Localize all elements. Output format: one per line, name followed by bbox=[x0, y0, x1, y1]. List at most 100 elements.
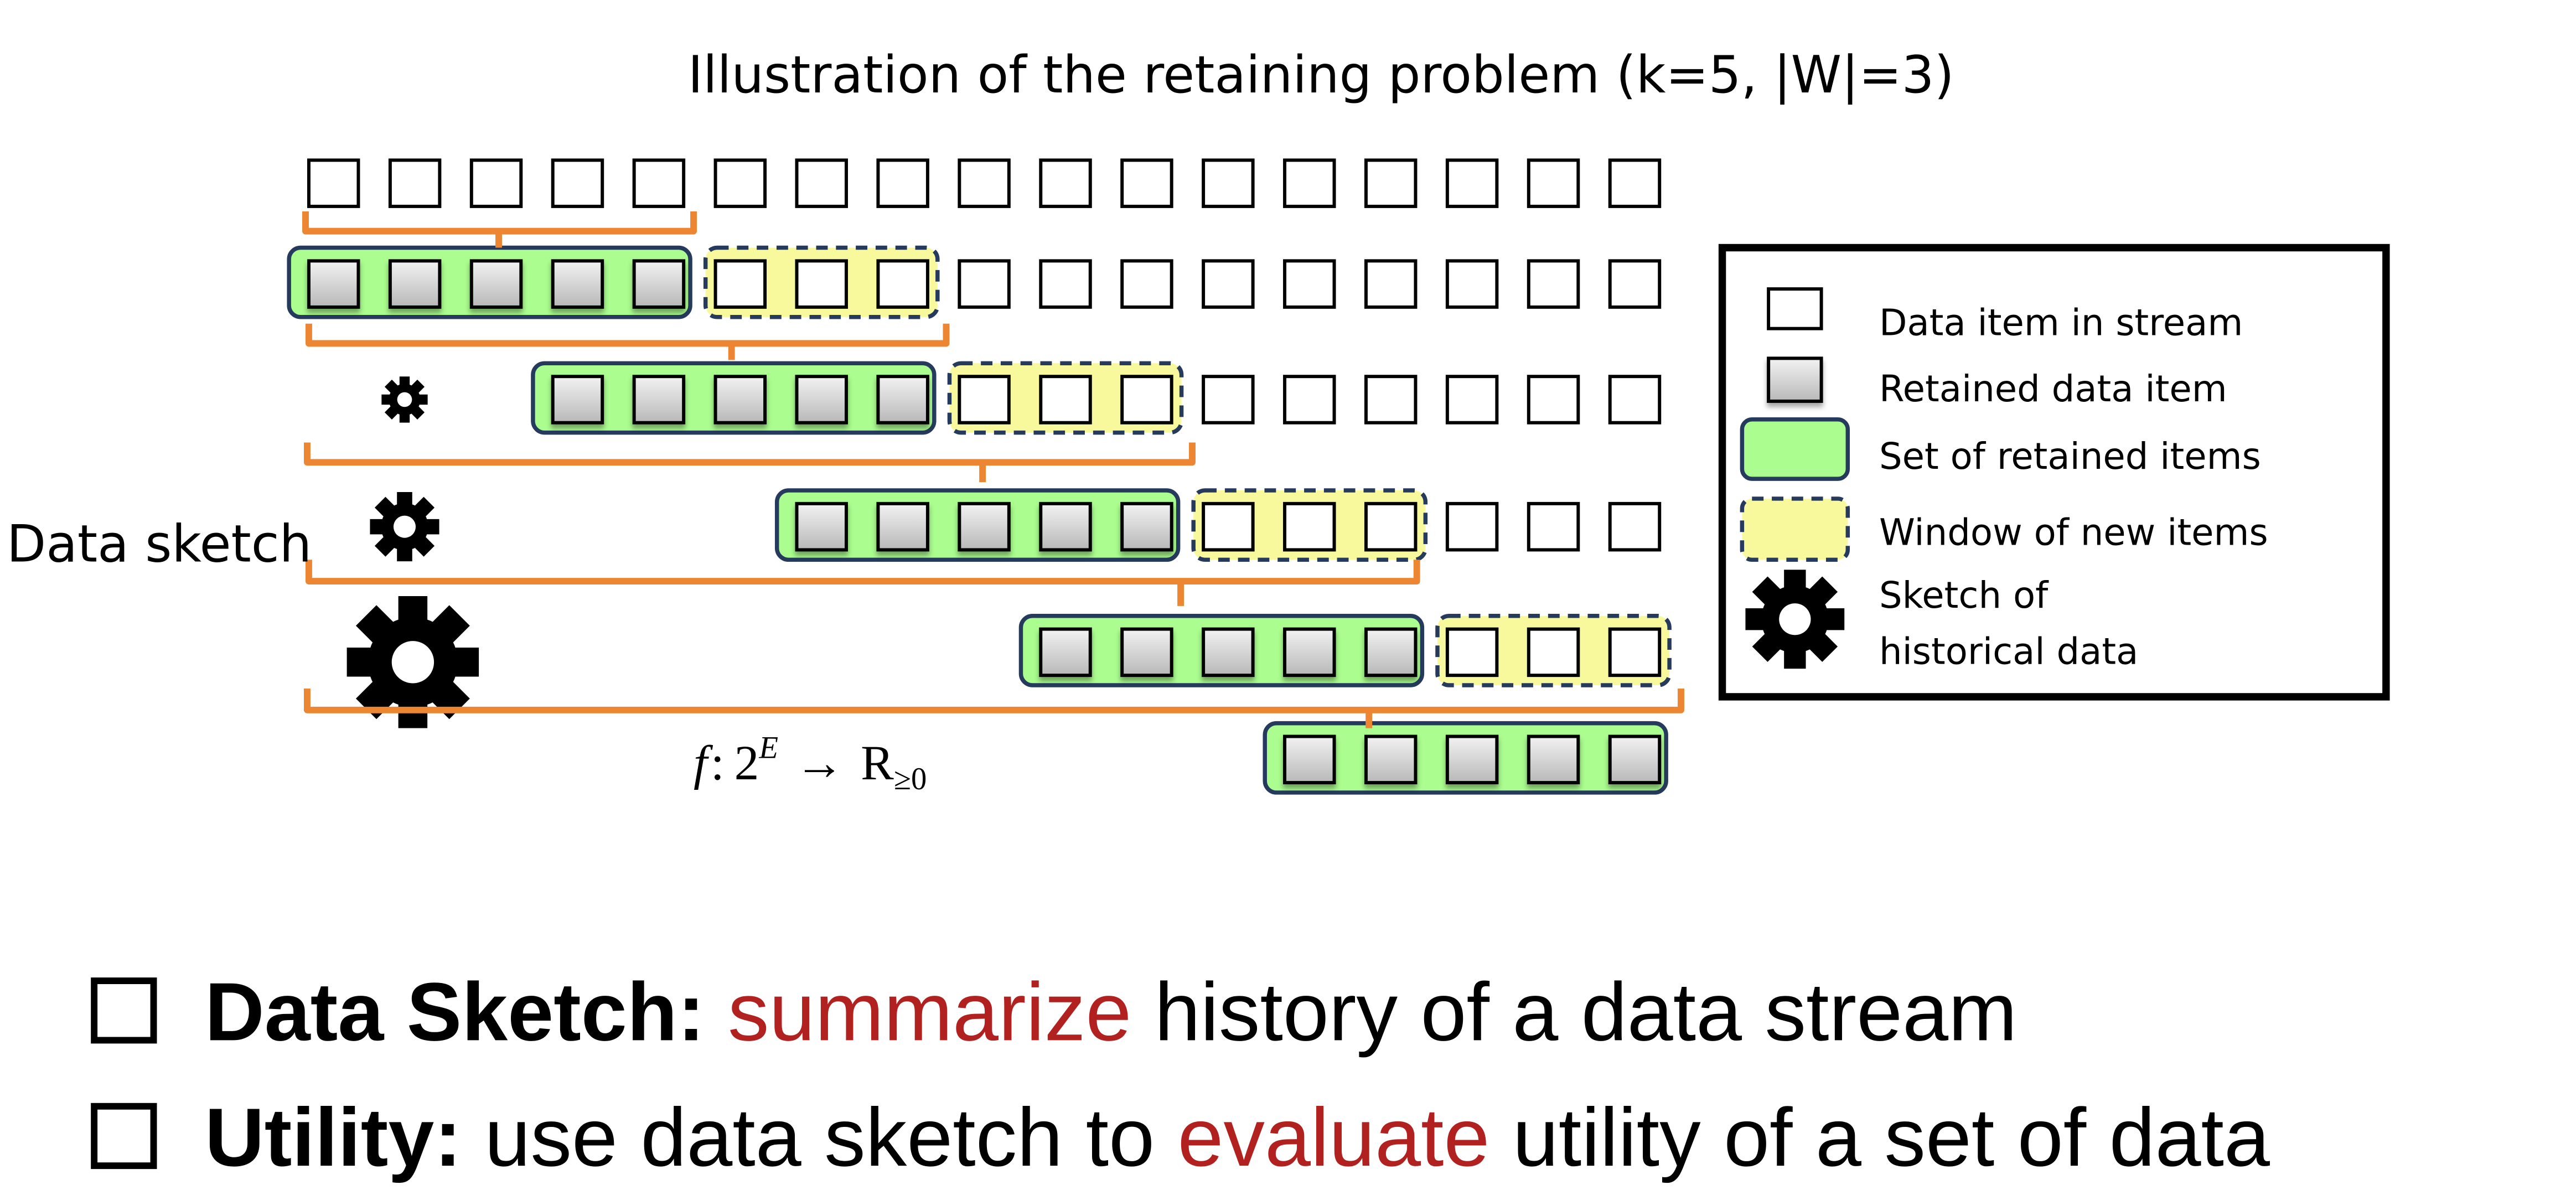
retained-item bbox=[1039, 501, 1092, 552]
gear-icon bbox=[1745, 570, 1845, 669]
stream-item bbox=[1527, 158, 1580, 208]
window-item bbox=[1039, 375, 1092, 425]
stream-item bbox=[1527, 501, 1580, 552]
stream-item bbox=[1527, 375, 1580, 425]
stream-item bbox=[1364, 259, 1418, 309]
yellow-window-icon bbox=[1740, 496, 1850, 562]
retained-item bbox=[1283, 627, 1336, 677]
green-set-icon bbox=[1740, 417, 1850, 481]
stream-item bbox=[958, 259, 1011, 309]
gray-square-icon bbox=[1767, 356, 1823, 403]
stream-item bbox=[1445, 158, 1499, 208]
retained-item bbox=[795, 501, 848, 552]
history-bracket bbox=[305, 323, 950, 360]
legend-label-retained-set: Set of retained items bbox=[1879, 436, 2261, 478]
stream-item bbox=[1608, 375, 1662, 425]
stream-item bbox=[1120, 158, 1173, 208]
stream-item bbox=[1039, 158, 1092, 208]
stream-item bbox=[632, 158, 686, 208]
stream-item bbox=[1202, 259, 1255, 309]
retained-item bbox=[551, 259, 604, 309]
window-item bbox=[1202, 501, 1255, 552]
retained-item bbox=[1283, 734, 1336, 785]
stream-item bbox=[307, 158, 360, 208]
stream-item bbox=[1445, 501, 1499, 552]
bullet-utility: Utility: use data sketch to evaluate uti… bbox=[205, 1091, 2270, 1183]
history-bracket bbox=[304, 442, 1196, 483]
legend-label-sketch-line2: historical data bbox=[1879, 630, 2138, 672]
window-item bbox=[1283, 501, 1336, 552]
sketch-gear-icon bbox=[370, 491, 439, 562]
stream-item bbox=[388, 158, 442, 208]
window-item bbox=[1608, 627, 1662, 677]
stream-item bbox=[1608, 158, 1662, 208]
window-item bbox=[1364, 501, 1418, 552]
retaining-diagram bbox=[287, 158, 1684, 795]
legend-label-window: Window of new items bbox=[1879, 511, 2268, 553]
retained-item bbox=[958, 501, 1011, 552]
retained-item bbox=[632, 375, 686, 425]
slide-title: Illustration of the retaining problem (k… bbox=[688, 45, 1954, 105]
stream-item bbox=[1202, 158, 1255, 208]
stream-item bbox=[1608, 501, 1662, 552]
bullet-square-icon bbox=[91, 977, 157, 1044]
stream-item bbox=[713, 158, 767, 208]
retained-item bbox=[388, 259, 442, 309]
bullet-square-icon bbox=[91, 1103, 157, 1170]
stream-item bbox=[1283, 158, 1336, 208]
legend-label-sketch: Sketch of bbox=[1879, 575, 2049, 617]
retained-item bbox=[1039, 627, 1092, 677]
stream-item bbox=[551, 158, 604, 208]
retained-item bbox=[1364, 627, 1418, 677]
retained-item bbox=[307, 259, 360, 309]
stream-item bbox=[1608, 259, 1662, 309]
legend-label-retained-item: Retained data item bbox=[1879, 368, 2227, 410]
stream-item bbox=[469, 158, 523, 208]
window-item bbox=[1445, 627, 1499, 677]
sketch-gear-icon bbox=[381, 376, 428, 423]
stream-item bbox=[958, 158, 1011, 208]
data-sketch-label: Data sketch bbox=[7, 514, 312, 573]
legend: Data item in stream Retained data item S… bbox=[1718, 244, 2390, 701]
stream-item bbox=[1364, 158, 1418, 208]
stream-item bbox=[1445, 375, 1499, 425]
history-bracket bbox=[304, 688, 1684, 728]
stream-item bbox=[1202, 375, 1255, 425]
window-item bbox=[795, 259, 848, 309]
stream-item bbox=[795, 158, 848, 208]
retained-item bbox=[1445, 734, 1499, 785]
utility-function-formula: f:2E→R≥0 bbox=[694, 730, 927, 796]
bullet-data-sketch: Data Sketch: summarize history of a data… bbox=[205, 965, 2017, 1058]
legend-label-data-item: Data item in stream bbox=[1879, 302, 2243, 344]
window-item bbox=[713, 259, 767, 309]
retained-item bbox=[469, 259, 523, 309]
bullet-list: Data Sketch: summarize history of a data… bbox=[91, 965, 2270, 1183]
retained-item bbox=[1527, 734, 1580, 785]
retained-item bbox=[1202, 627, 1255, 677]
retained-item bbox=[1608, 734, 1662, 785]
stream-item bbox=[1120, 259, 1173, 309]
retained-item bbox=[1364, 734, 1418, 785]
retained-item bbox=[876, 375, 929, 425]
retained-item bbox=[876, 501, 929, 552]
stream-item bbox=[1364, 375, 1418, 425]
empty-square-icon bbox=[1767, 287, 1823, 330]
window-item bbox=[1527, 627, 1580, 677]
stream-item bbox=[1527, 259, 1580, 309]
retained-item bbox=[551, 375, 604, 425]
window-item bbox=[876, 259, 929, 309]
retained-item bbox=[795, 375, 848, 425]
stream-item bbox=[1445, 259, 1499, 309]
retained-item bbox=[632, 259, 686, 309]
history-bracket bbox=[305, 560, 1420, 606]
window-item bbox=[958, 375, 1011, 425]
retained-item bbox=[1120, 627, 1173, 677]
stream-item bbox=[1039, 259, 1092, 309]
stream-item bbox=[1283, 259, 1336, 309]
history-bracket bbox=[302, 211, 697, 248]
window-item bbox=[1120, 375, 1173, 425]
retained-item bbox=[713, 375, 767, 425]
retained-item bbox=[1120, 501, 1173, 552]
stream-item bbox=[876, 158, 929, 208]
